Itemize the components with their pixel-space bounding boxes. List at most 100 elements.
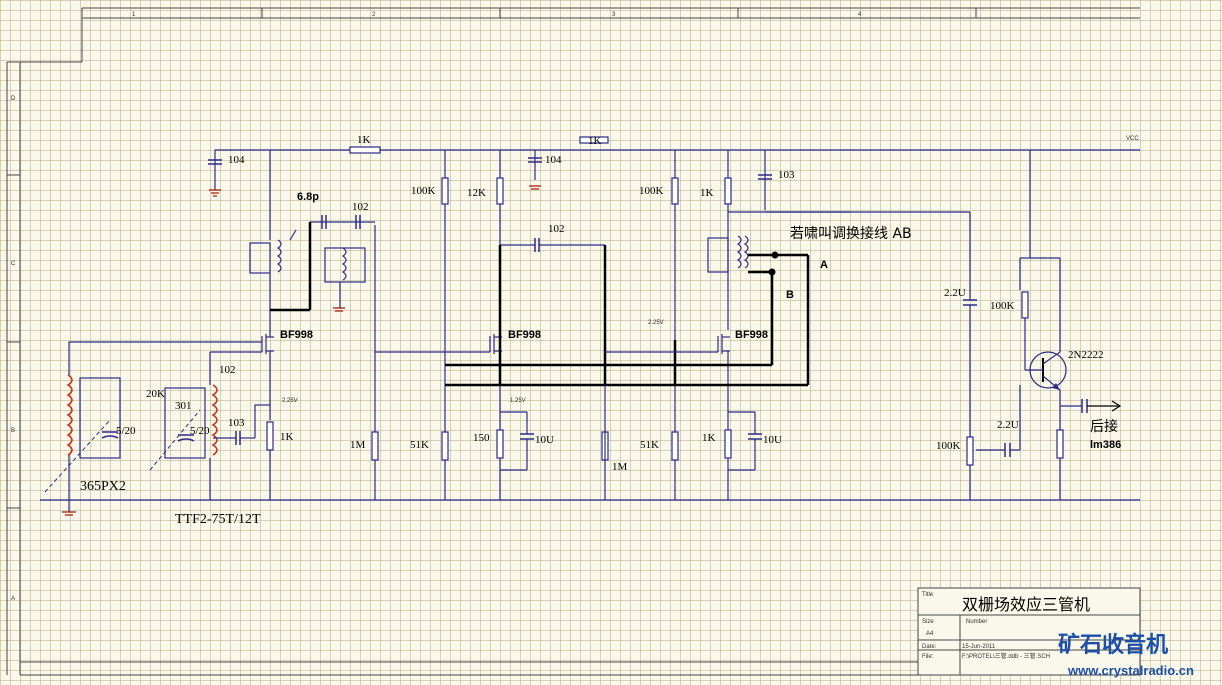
title-field-label: Title — [922, 592, 934, 598]
capacitor-104-top — [208, 159, 222, 165]
sheet-frame — [6, 7, 1140, 676]
resistor-emitter — [1056, 429, 1064, 459]
row-letter-d: D — [11, 96, 16, 102]
capacitor-10u-2 — [728, 411, 762, 471]
rf-coil-stage-3 — [707, 235, 749, 273]
resistor-51k-1-label: 51K — [410, 439, 429, 451]
column-number-4: 4 — [858, 12, 862, 18]
resistor-51k-2-label: 51K — [640, 439, 659, 451]
signal-bus-lines — [445, 245, 808, 387]
var-cap-2-label: 5/20 — [190, 425, 210, 437]
output-capacitor — [1060, 399, 1122, 413]
ground-symbol — [62, 185, 541, 516]
resistor-1k-top-2-label: 1K — [588, 135, 602, 147]
capacitor-10u-1 — [500, 411, 534, 471]
cap-102-a-label: 102 — [352, 201, 369, 213]
junction-a — [771, 251, 779, 259]
file-value: F:\PROTEL\三管.ddb - 三管.SCH — [962, 652, 1050, 660]
fet-1-label: BF998 — [280, 329, 313, 341]
cap-2-2u-2-label: 2.2U — [997, 419, 1019, 431]
row-letter-c: C — [11, 261, 16, 267]
resistor-100k-3-label: 100K — [990, 300, 1015, 312]
date-field-label: Date: — [922, 644, 937, 650]
voltage-1-25v-label: 1.25V — [510, 398, 526, 404]
watermark-url: www.crystalradio.cn — [1067, 663, 1194, 678]
cap-6-8p-label: 6.8p — [297, 191, 319, 203]
column-number-3: 3 — [612, 12, 616, 18]
vcc-label: VCC — [1126, 136, 1139, 142]
column-number-1: 1 — [132, 12, 136, 18]
resistor-12k — [496, 177, 504, 205]
site-watermark: 矿石收音机 www.crystalradio.cn — [1058, 632, 1194, 678]
cap-103-b-label: 103 — [228, 417, 245, 429]
voltage-2-25v-label: 2.25V — [648, 320, 664, 326]
capacitor-102-a — [355, 215, 361, 229]
resistor-1k-3-label: 1K — [280, 431, 294, 443]
tuning-cap-label: 365PX2 — [80, 479, 126, 494]
rf-transformer-coil — [149, 351, 262, 500]
row-letter-b: B — [11, 428, 15, 434]
resistor-1k-top-1 — [349, 146, 381, 154]
transistor-label: 2N2222 — [1068, 349, 1103, 361]
cap-20k-label: 20K — [146, 388, 165, 400]
output-chip-label: lm386 — [1090, 439, 1121, 451]
cap-301-label: 301 — [175, 400, 192, 412]
title-block — [917, 587, 1141, 676]
variable-capacitor-2 — [177, 434, 195, 442]
schematic-title: 双栅场效应三管机 — [962, 595, 1090, 614]
resistor-1m-1 — [371, 431, 379, 461]
capacitor-6-8p — [321, 215, 327, 229]
resistor-100k-1-label: 100K — [411, 185, 436, 197]
resistor-1m-1-label: 1M — [350, 439, 366, 451]
size-field-label: Size — [922, 619, 934, 625]
capacitor-104-mid — [528, 157, 542, 163]
row-letter-a: A — [11, 596, 15, 602]
tuned-circuit-stage-1b — [270, 221, 376, 500]
cap-102-c-label: 102 — [219, 364, 236, 376]
resistor-100k-2 — [671, 177, 679, 205]
mosfet-bf998-3 — [717, 334, 730, 430]
resistor-12k-label: 12K — [467, 187, 486, 199]
resistor-100k-3 — [1021, 291, 1029, 319]
resistor-1k-4-label: 1K — [702, 432, 716, 444]
cap-10u-2-label: 10U — [763, 434, 782, 446]
resistor-1k-2-label: 1K — [700, 187, 714, 199]
resistor-100k-2-label: 100K — [639, 185, 664, 197]
file-field-label: File: — [922, 654, 934, 660]
fet-2-label: BF998 — [508, 329, 541, 341]
resistor-150-label: 150 — [473, 432, 490, 444]
number-field-label: Number — [966, 619, 987, 625]
cap-104-mid-label: 104 — [545, 154, 562, 166]
point-a-label: A — [820, 259, 828, 271]
potentiometer-100k — [966, 436, 974, 466]
capacitor-2-2u-2 — [1004, 385, 1021, 457]
output-label: 后接 — [1090, 418, 1118, 435]
swap-ab-note: 若啸叫调换接线 AB — [790, 225, 912, 242]
capacitor-103-top — [758, 174, 772, 180]
transistor-2n2222 — [1025, 351, 1067, 430]
capacitor-102-b — [500, 238, 605, 252]
resistor-1k-top-1-label: 1K — [357, 134, 371, 146]
pot-100k-label: 100K — [936, 440, 961, 452]
coil-spec-label: TTF2-75T/12T — [175, 512, 261, 527]
resistor-51k-2 — [671, 431, 679, 461]
cap-104-top-label: 104 — [228, 154, 245, 166]
capacitor-2-2u-1 — [963, 299, 977, 440]
column-number-2: 2 — [372, 12, 376, 18]
resistor-1k-4 — [724, 429, 732, 459]
fet-3-label: BF998 — [735, 329, 768, 341]
resistor-1m-2-label: 1M — [612, 461, 628, 473]
resistor-1k-top-2 — [579, 136, 609, 144]
date-value: 15-Jun-2011 — [962, 644, 996, 650]
cap-10u-1-label: 10U — [535, 434, 554, 446]
rf-coil-stage-1 — [249, 229, 297, 330]
voltage-2-25v-b-label: 2.25V — [282, 398, 298, 404]
resistor-1k-2 — [724, 177, 732, 205]
resistor-1k-3 — [266, 421, 274, 451]
point-b-label: B — [786, 289, 794, 301]
variable-capacitor-1 — [101, 431, 119, 439]
resistor-150 — [496, 429, 504, 459]
capacitor-103-b — [213, 404, 270, 445]
